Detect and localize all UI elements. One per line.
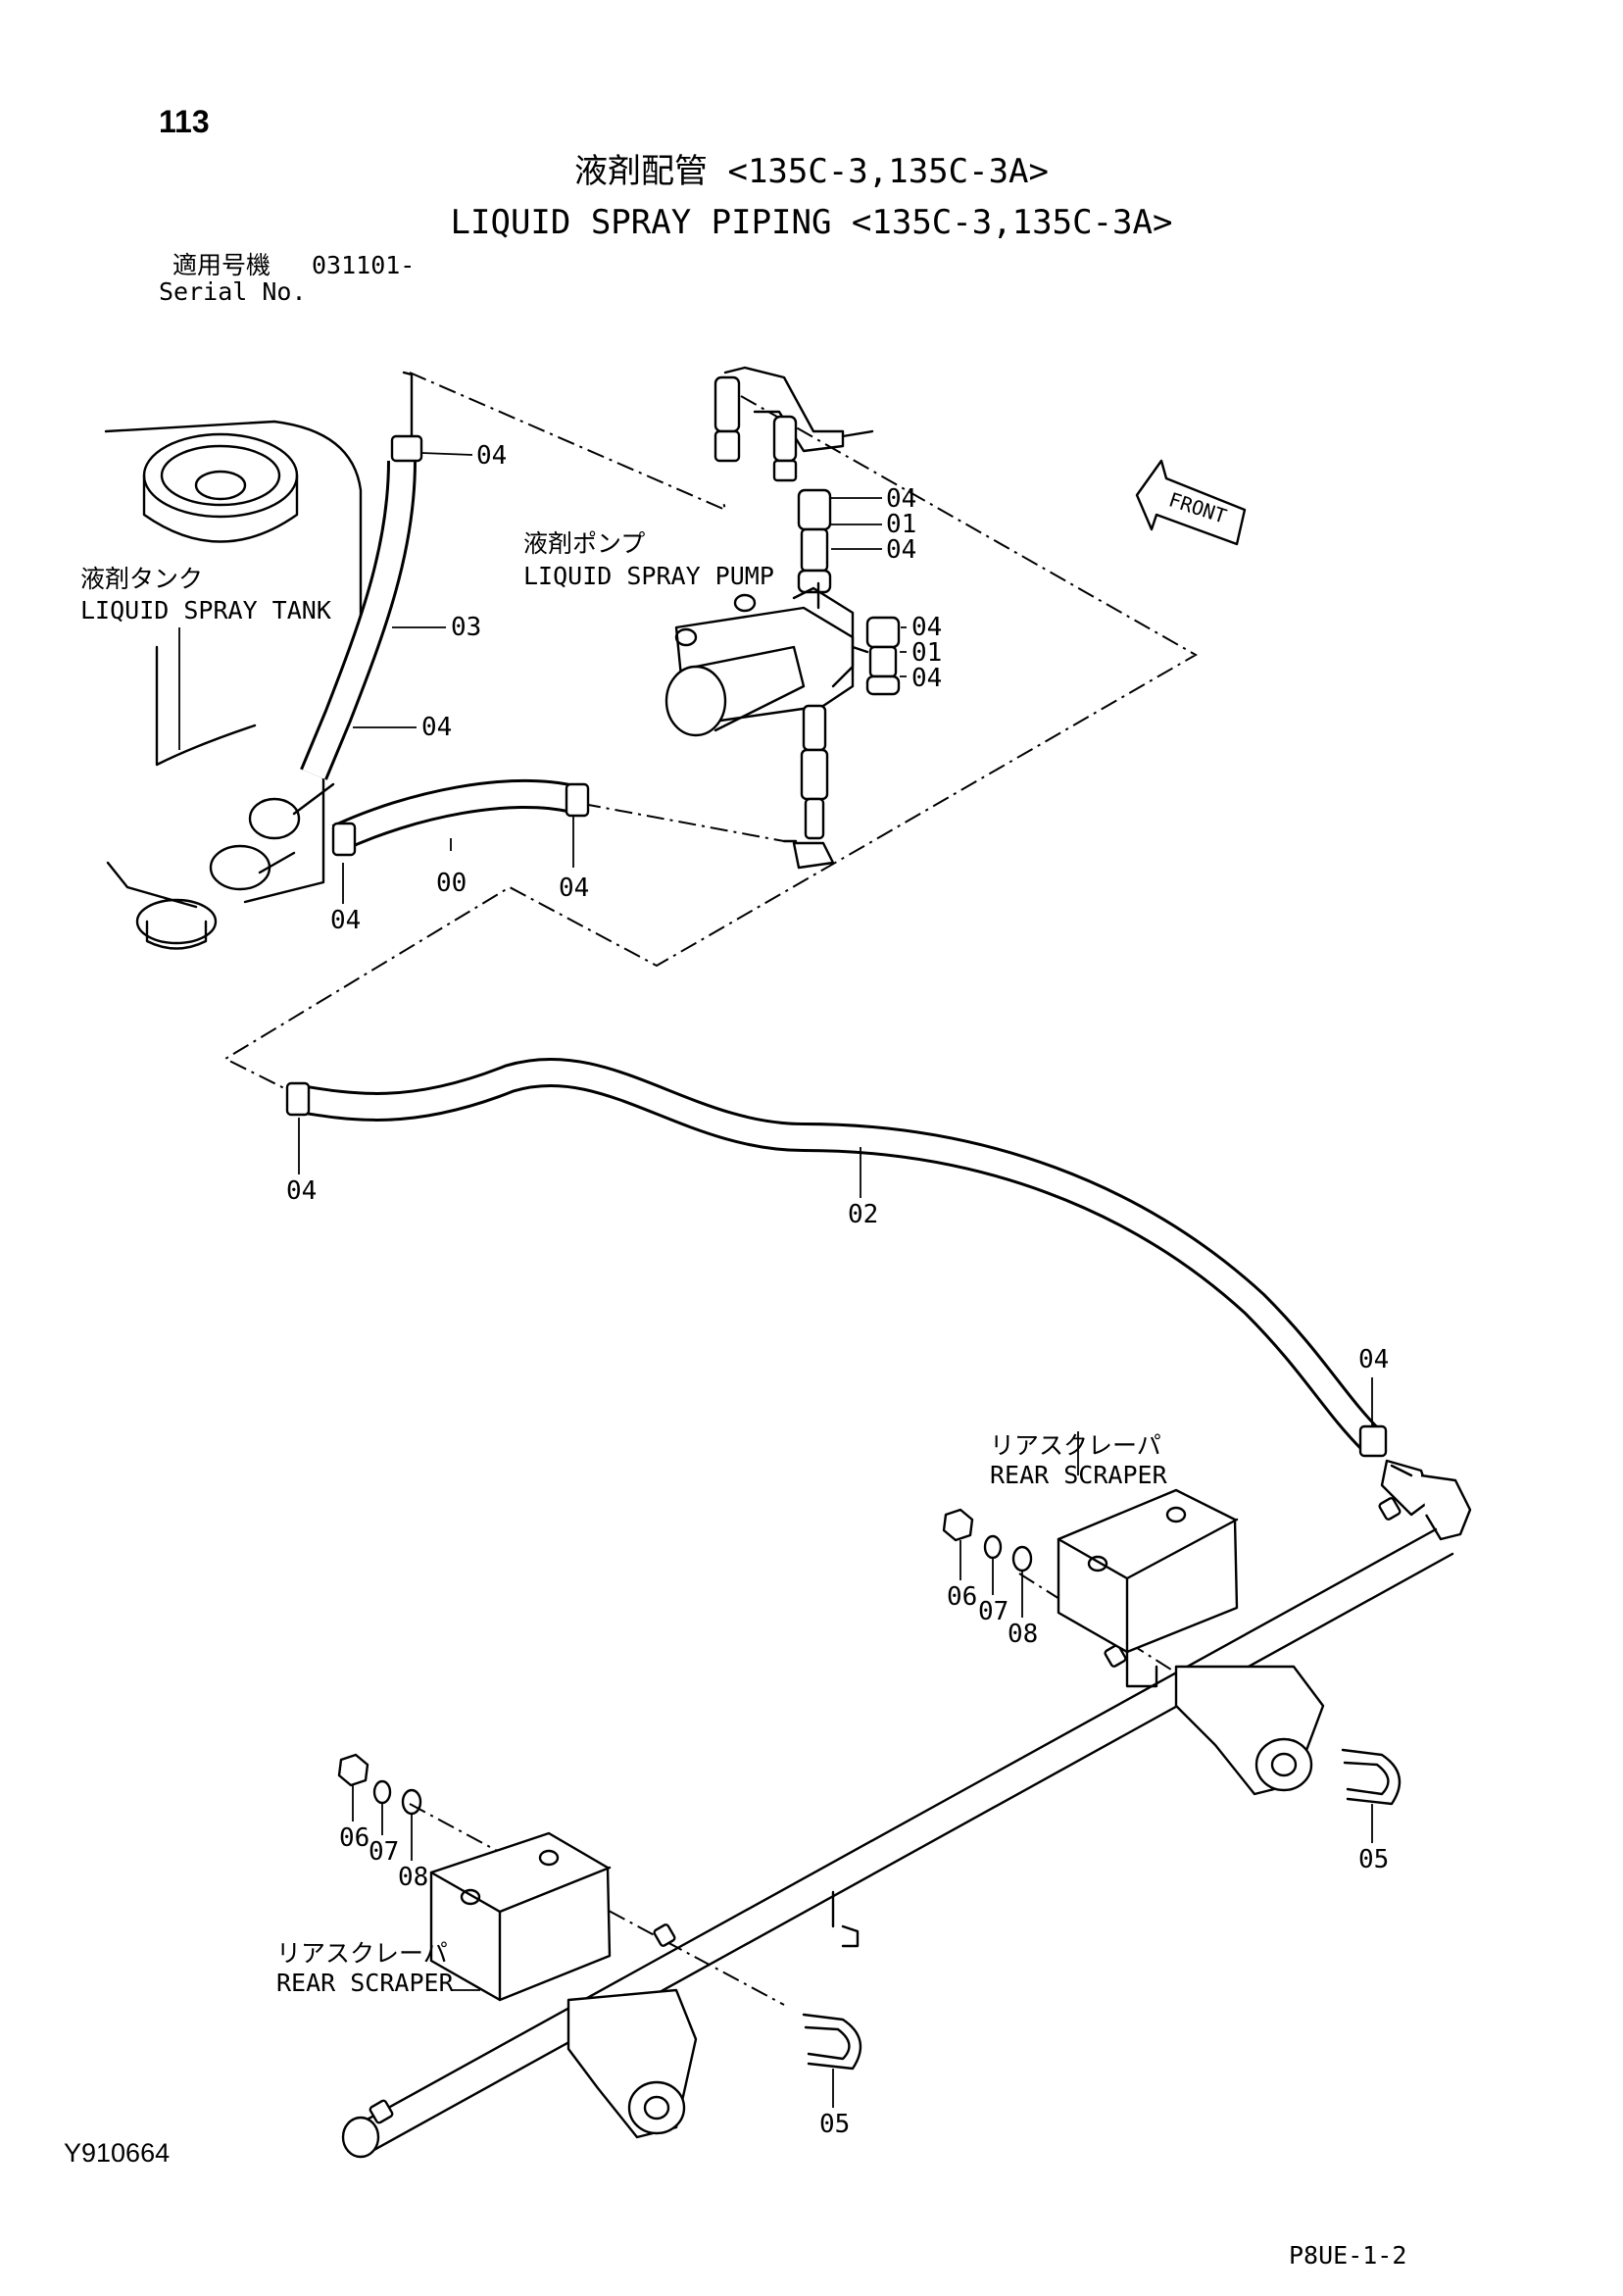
pump-label-english: LIQUID SPRAY PUMP: [523, 562, 774, 590]
callout-label: 04: [559, 873, 590, 903]
callout-label: 05: [819, 2110, 851, 2139]
pump-outlet-fitting: [782, 704, 835, 870]
callout-leaders: [178, 452, 1373, 2108]
rear-nozzle-elbow: [1380, 1459, 1472, 1541]
drawing-id: Y910664: [64, 2138, 171, 2168]
rear-scraper-label-japanese-upper: リアスクレーパ: [990, 1431, 1161, 1460]
liquid-spray-tank-drawing: [104, 420, 363, 950]
serial-label-english: Serial No.: [159, 277, 307, 306]
callout-label: 07: [369, 1837, 400, 1867]
nut-washer-set-upper: [942, 1508, 1033, 1572]
strainer-01-upper: [797, 488, 832, 594]
nut-washer-set-lower: [337, 1753, 422, 1816]
callout-label: 04: [911, 613, 943, 642]
callout-label: 04: [886, 535, 917, 565]
hose-03: [300, 371, 423, 780]
callout-label: 00: [436, 869, 467, 898]
rear-scraper-bracket-lower: [429, 1831, 698, 2139]
dashdot-leader: [582, 803, 785, 842]
tank-label-japanese: 液剤タンク: [80, 565, 204, 593]
spray-bar-pipe: [341, 1497, 1454, 2159]
pump-label-japanese: 液剤ポンプ: [523, 529, 646, 558]
liquid-spray-pump-drawing: [664, 581, 869, 737]
rear-scraper-label-english-lower: REAR SCRAPER: [276, 1969, 454, 1997]
callout-label: 04: [286, 1176, 318, 1206]
serial-label-japanese: 適用号機: [172, 251, 271, 279]
dashdot-leader: [409, 1803, 785, 2006]
rear-scraper-bracket-upper: [1057, 1488, 1325, 1796]
callout-label: 04: [330, 906, 362, 935]
u-bolt-05-lower: [802, 2013, 862, 2071]
title-english: LIQUID SPRAY PIPING <135C-3,135C-3A>: [450, 203, 1173, 242]
front-arrow: [1135, 459, 1247, 546]
tank-label-english: LIQUID SPRAY TANK: [80, 596, 331, 624]
callout-label: 01: [886, 510, 917, 539]
hose-02: [285, 1057, 1388, 1458]
callout-label: 08: [398, 1863, 429, 1892]
callout-label: 08: [1008, 1620, 1039, 1649]
callout-label: 05: [1358, 1845, 1390, 1874]
callout-label: 03: [451, 613, 482, 642]
callout-label: 02: [848, 1200, 879, 1229]
strainer-01-lower: [865, 616, 901, 696]
u-bolt-05-upper: [1341, 1748, 1402, 1806]
callout-label: 04: [886, 484, 917, 514]
callout-label: 06: [947, 1582, 978, 1612]
callout-label: 06: [339, 1823, 370, 1853]
callout-label: 04: [911, 664, 943, 693]
callout-label: 04: [1358, 1345, 1390, 1374]
rear-scraper-label-japanese-lower: リアスクレーパ: [276, 1939, 448, 1968]
dashdot-leader: [222, 372, 1199, 1104]
page-number: 113: [159, 104, 210, 139]
rear-scraper-label-english-upper: REAR SCRAPER: [990, 1461, 1167, 1489]
callout-label: 01: [911, 638, 943, 668]
sheet-code: P8UE-1-2: [1289, 2241, 1407, 2270]
callout-label: 04: [421, 713, 453, 742]
serial-value: 031101-: [312, 251, 416, 279]
callout-label: 04: [476, 441, 508, 471]
hose-00: [331, 779, 590, 857]
title-japanese: 液剤配管 <135C-3,135C-3A>: [574, 152, 1049, 191]
upper-tee-fitting: [713, 366, 874, 482]
callout-label: 07: [978, 1597, 1009, 1626]
